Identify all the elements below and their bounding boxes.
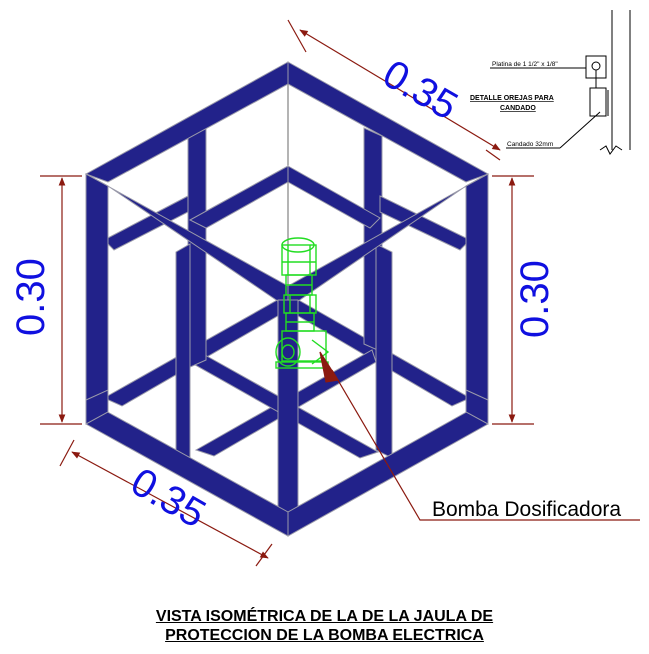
dimension-lines <box>40 19 640 567</box>
dim-top-label: 0.35 <box>376 52 465 129</box>
detail-lock-label: Candado 32mm <box>507 141 553 148</box>
dim-left-label: 0.30 <box>9 258 53 336</box>
caption-line-2: PROTECCION DE LA BOMBA ELECTRICA <box>165 627 484 644</box>
top-beam-back-left <box>84 61 289 183</box>
front-post-right <box>465 173 489 413</box>
pump-callout-label: Bomba Dosificadora <box>432 498 621 521</box>
mid-rail-left <box>103 195 189 251</box>
padlock-detail <box>490 10 631 155</box>
bottom-beam-corner-right <box>465 389 489 425</box>
front-post-center <box>277 299 299 521</box>
inner-post-right-front <box>375 243 393 459</box>
front-post-left <box>85 173 109 413</box>
mid-rail-back-right <box>287 165 381 229</box>
mid-rail-right <box>379 195 471 251</box>
detail-plate-label: Platina de 1 1/2" x 1/8" <box>492 61 558 68</box>
dim-right-label: 0.30 <box>513 260 557 338</box>
detail-title-line2: CANDADO <box>500 105 536 112</box>
detail-title-line1: DETALLE OREJAS PARA <box>470 95 554 102</box>
inner-post-left-front <box>175 243 191 469</box>
bottom-beam-corner-left <box>85 389 109 425</box>
caption-line-1: VISTA ISOMÉTRICA DE LA DE LA JAULA DE <box>155 608 494 625</box>
dosing-pump <box>275 237 330 369</box>
